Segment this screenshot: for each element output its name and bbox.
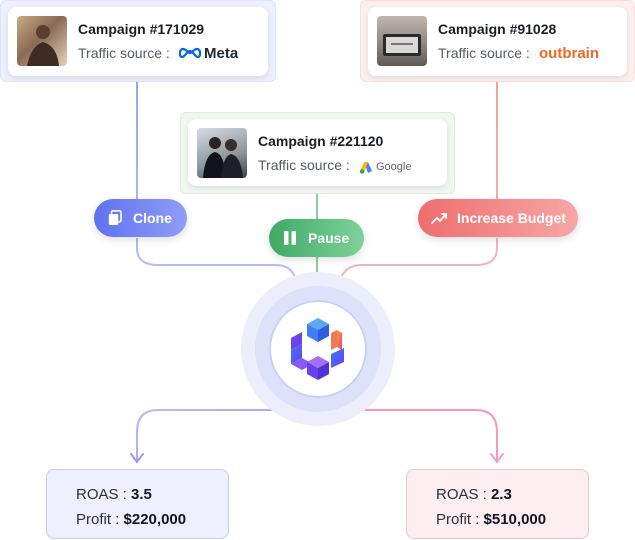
hexagon-cubes-logo [291,318,344,380]
campaign-title: Campaign #221120 [258,133,384,149]
roas-value: 3.5 [131,486,152,503]
increase-budget-label: Increase Budget [457,210,566,226]
trending-up-icon [431,210,447,226]
campaign-thumbnail [17,16,67,66]
roas-label: ROAS : [436,486,487,503]
google-wordmark: Google [376,161,412,173]
meta-wordmark: Meta [204,44,239,62]
campaign-title: Campaign #91028 [438,21,557,37]
campaign-thumbnail [197,128,247,178]
copy-icon [107,210,123,226]
hub-core[interactable] [269,300,367,398]
profit-value: $510,000 [483,511,547,528]
outbrain-logo: outbrain [539,43,599,63]
campaign-title: Campaign #171029 [78,21,205,37]
outbrain-wordmark: outbrain [539,44,599,62]
traffic-source-label: Traffic source : [258,157,350,173]
meta-infinity-icon [179,47,201,59]
google-ads-logo: Google [359,157,411,177]
result-card-left: ROAS : 3.5 Profit : $220,000 [46,469,229,539]
profit-row: Profit : $510,000 [436,507,588,532]
pause-label: Pause [308,230,350,246]
campaign-thumbnail [377,16,427,66]
campaign-card-google[interactable]: Campaign #221120 Traffic source : Google [188,119,447,186]
arrow-left-result-icon [130,453,144,464]
profit-value: $220,000 [123,511,187,528]
result-card-right: ROAS : 2.3 Profit : $510,000 [406,469,589,539]
clone-label: Clone [133,210,172,226]
arrow-right-result-icon [490,453,504,464]
roas-row: ROAS : 2.3 [436,482,588,507]
campaign-card-outbrain[interactable]: Campaign #91028 Traffic source : outbrai… [368,7,627,76]
roas-value: 2.3 [491,486,512,503]
roas-label: ROAS : [76,486,127,503]
pause-icon [282,230,298,246]
meta-logo: Meta [179,43,238,63]
clone-button[interactable]: Clone [94,199,187,237]
profit-label: Profit : [76,511,120,528]
roas-row: ROAS : 3.5 [76,482,228,507]
campaign-card-meta[interactable]: Campaign #171029 Traffic source : Meta [8,7,268,76]
profit-row: Profit : $220,000 [76,507,228,532]
increase-budget-button[interactable]: Increase Budget [418,199,578,237]
profit-label: Profit : [436,511,480,528]
pause-button[interactable]: Pause [269,219,364,257]
traffic-source-label: Traffic source : [78,45,170,61]
traffic-source-label: Traffic source : [438,45,530,61]
google-ads-icon [359,161,372,174]
